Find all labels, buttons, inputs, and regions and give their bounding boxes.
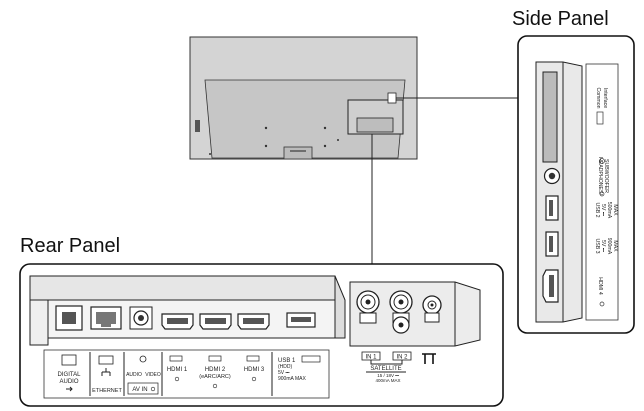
sat-in1-label: IN 1 bbox=[365, 355, 377, 361]
usb3-label-2: 5V ⎓ bbox=[600, 240, 606, 252]
hdmi3-label: HDMI 3 bbox=[244, 367, 265, 373]
digital-audio-label-1: DIGITAL bbox=[58, 372, 82, 378]
digital-audio-label-2: AUDIO bbox=[59, 379, 78, 385]
audio-label: AUDIO bbox=[126, 372, 142, 378]
hdmi2-label-2: (eARC/ARC) bbox=[199, 374, 231, 380]
hdmi1-icon bbox=[169, 355, 183, 362]
network-icon bbox=[101, 368, 111, 376]
terminal-cutout bbox=[356, 117, 394, 133]
optical-icon bbox=[61, 354, 77, 366]
side-panel-title: Side Panel bbox=[512, 8, 609, 30]
output-arrow-icon bbox=[66, 386, 73, 392]
hdmi4-label: HDMI 4 bbox=[597, 277, 603, 295]
video-label: VIDEO bbox=[145, 372, 161, 378]
usb2-label-1: USB 2 bbox=[594, 203, 600, 218]
card-icon bbox=[596, 111, 604, 125]
hdmi1-label: HDMI 1 bbox=[167, 367, 188, 373]
tv-rear-view bbox=[189, 36, 418, 160]
tv-side-button bbox=[195, 120, 200, 132]
input-arrow-icon bbox=[599, 191, 605, 197]
hdmi4-input-icon bbox=[599, 301, 605, 307]
network-port-icon bbox=[98, 355, 114, 365]
usb1-label-4: 900mA MAX bbox=[278, 376, 306, 382]
common-interface-slot[interactable] bbox=[542, 71, 558, 163]
usb2-label-3: 500mA bbox=[606, 202, 612, 219]
ethernet-label: ETHERNET bbox=[92, 388, 122, 394]
usb3-label-3: 900mA bbox=[606, 238, 612, 255]
side-terminal-marker bbox=[387, 92, 397, 104]
rear-label-strip bbox=[43, 349, 330, 399]
side-panel: Common Interface HEADPHONES/ SUBWOOFER U… bbox=[517, 35, 635, 334]
usb2-label-4: MAX bbox=[612, 204, 618, 216]
headphones-label-1: HEADPHONES/ bbox=[597, 157, 603, 195]
sat-power-label-2: 400mA MAX bbox=[375, 378, 400, 383]
headphones-label-2: SUBWOOFER bbox=[603, 159, 609, 193]
sat-in2-label: IN 2 bbox=[396, 355, 408, 361]
rear-panel-title: Rear Panel bbox=[20, 235, 120, 257]
usb1-label-1: USB 1 bbox=[278, 358, 296, 364]
usb1-icon bbox=[301, 355, 321, 363]
headphone-icon bbox=[599, 158, 605, 164]
usb3-label-1: USB 3 bbox=[594, 239, 600, 254]
usb3-label-4: MAX bbox=[612, 240, 618, 252]
hdmi2-icon bbox=[208, 355, 222, 362]
av-jack-icon bbox=[139, 355, 147, 363]
usb1-label-3: 5V ⎓ bbox=[278, 370, 290, 376]
usb2-label-2: 5V ⎓ bbox=[600, 204, 606, 216]
satellite-label: SATELLITE bbox=[370, 366, 401, 372]
leader-lines bbox=[371, 97, 519, 264]
hdmi2-label-1: HDMI 2 bbox=[205, 367, 226, 373]
common-interface-label-1: Common bbox=[595, 87, 601, 108]
aerial-icon bbox=[422, 353, 436, 364]
stand-mount bbox=[283, 146, 313, 160]
av-in-label: AV IN bbox=[132, 387, 147, 393]
rear-top-rail bbox=[29, 275, 336, 301]
sat-power-label-1: 15 / 18V ⎓ bbox=[377, 373, 399, 378]
usb1-label-2: (HDD) bbox=[278, 364, 292, 370]
hdmi3-icon bbox=[246, 355, 260, 362]
rear-panel: DIGITAL AUDIO ETHERNET AUDIO VIDEO AV IN… bbox=[19, 263, 504, 407]
common-interface-label-2: Interface bbox=[602, 88, 608, 108]
